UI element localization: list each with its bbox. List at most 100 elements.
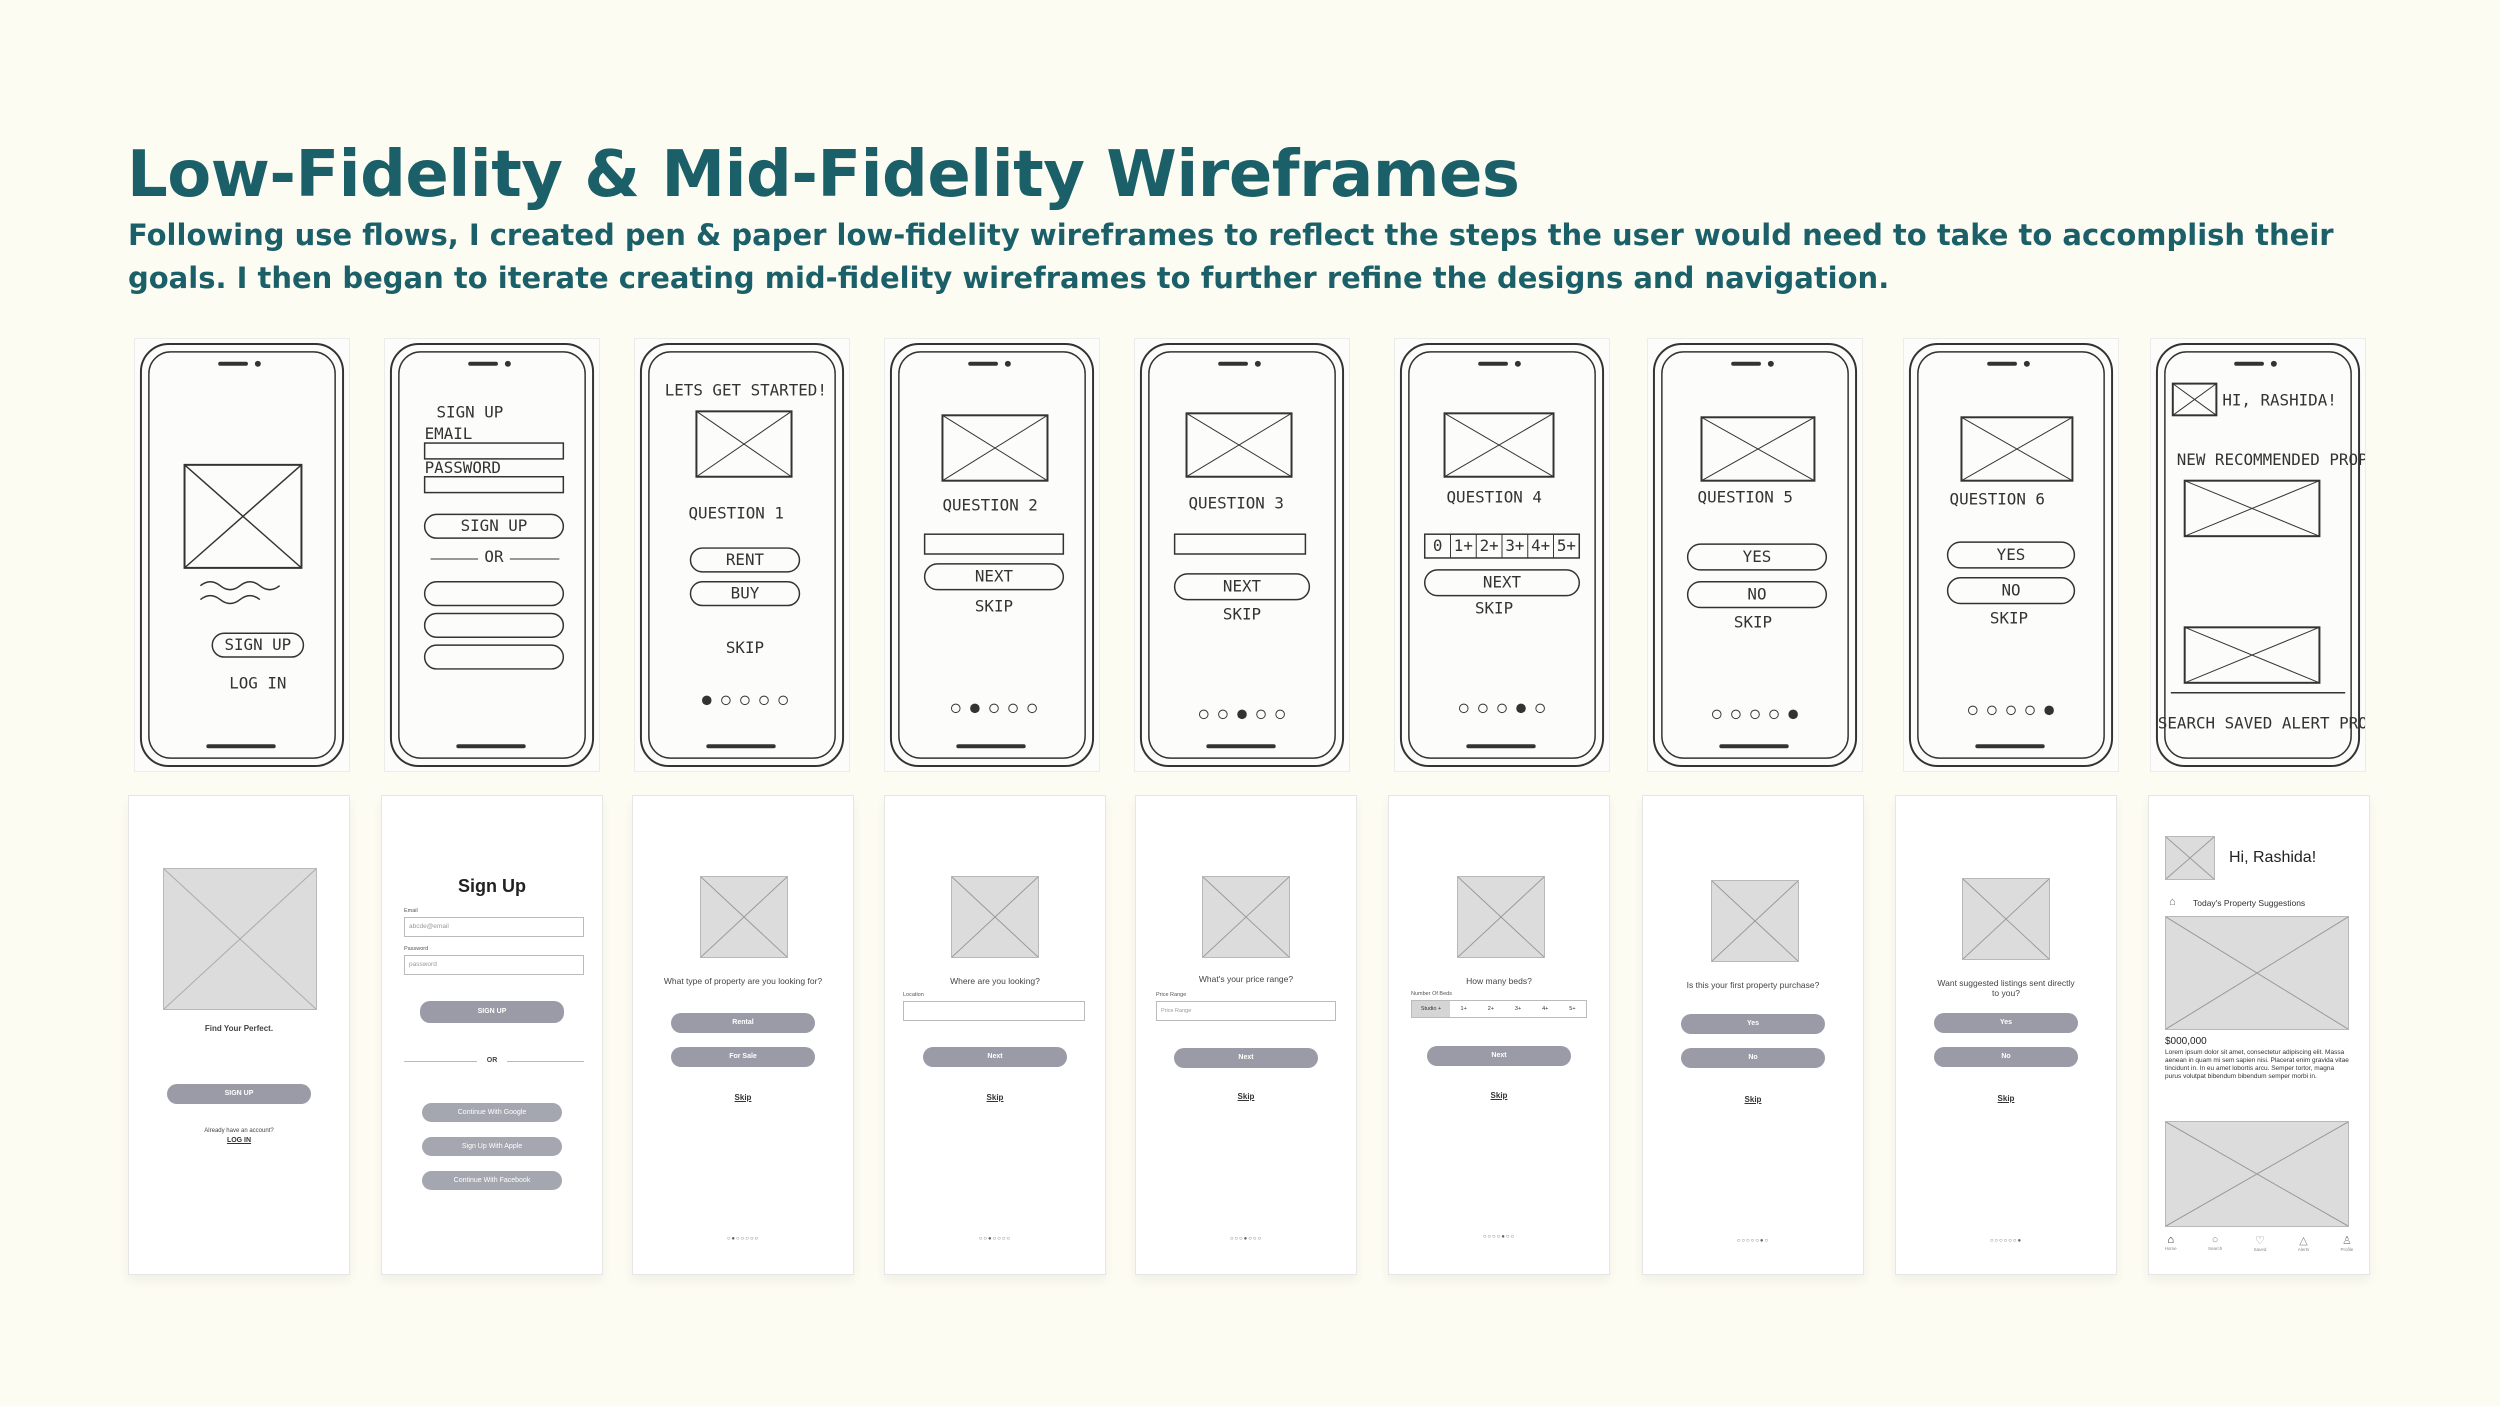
question-text: How many beds?: [1466, 976, 1532, 986]
next-button[interactable]: Next: [1427, 1046, 1571, 1066]
page-dots: ○○○○○●○: [1736, 1238, 1770, 1244]
image-placeholder: [1711, 880, 1799, 962]
nav-alerts[interactable]: △ Alerts: [2297, 1235, 2310, 1252]
svg-text:SKIP: SKIP: [1223, 604, 1261, 623]
svg-text:5+: 5+: [1557, 536, 1576, 555]
sketch-welcome: SIGN UP LOG IN: [134, 338, 350, 772]
price-range-select[interactable]: Price Range: [1156, 1001, 1336, 1021]
midfi-question-3: What's your price range? Price Range Pri…: [1135, 795, 1357, 1275]
svg-text:QUESTION 4: QUESTION 4: [1447, 487, 1542, 506]
page-dots: ○○○○●○○: [1482, 1234, 1516, 1240]
property-image[interactable]: [2165, 1121, 2349, 1227]
home-icon: ⌂: [2167, 1234, 2174, 1246]
midfi-question-4: How many beds? Number Of Beds Studio + 1…: [1388, 795, 1610, 1275]
svg-text:SKIP: SKIP: [1990, 608, 2028, 627]
property-price: $000,000: [2165, 1036, 2207, 1047]
svg-text:EMAIL: EMAIL: [425, 424, 473, 443]
skip-link[interactable]: Skip: [1997, 1094, 2015, 1103]
beds-option[interactable]: 2+: [1487, 1006, 1494, 1012]
beds-option[interactable]: Studio +: [1412, 1001, 1451, 1017]
password-field[interactable]: password: [404, 955, 584, 975]
facebook-button[interactable]: Continue With Facebook: [422, 1171, 562, 1190]
next-button[interactable]: Next: [923, 1047, 1067, 1067]
svg-text:SKIP: SKIP: [975, 596, 1013, 615]
greeting: Hi, Rashida!: [2229, 849, 2317, 866]
property-image[interactable]: [2165, 916, 2349, 1030]
sketch-question-6: QUESTION 6 YES NO SKIP ○ ○ ○ ○ ●: [1903, 338, 2119, 772]
page-subtitle: Following use flows, I created pen & pap…: [128, 218, 2334, 295]
svg-text:LETS GET STARTED!: LETS GET STARTED!: [665, 380, 827, 399]
svg-text:4+: 4+: [1531, 536, 1550, 555]
beds-option[interactable]: 4+: [1542, 1006, 1549, 1012]
signup-button[interactable]: SIGN UP: [420, 1001, 564, 1023]
rental-button[interactable]: Rental: [671, 1013, 815, 1033]
no-button[interactable]: No: [1934, 1047, 2078, 1067]
signup-title: Sign Up: [458, 876, 526, 896]
question-text: What type of property are you looking fo…: [663, 976, 823, 986]
question-text: What's your price range?: [1198, 974, 1294, 984]
svg-text:2+: 2+: [1480, 536, 1499, 555]
skip-link[interactable]: Skip: [1237, 1092, 1255, 1101]
google-button[interactable]: Continue With Google: [422, 1103, 562, 1122]
svg-text:QUESTION 3: QUESTION 3: [1189, 493, 1284, 512]
svg-text:NEXT: NEXT: [975, 567, 1014, 586]
apple-button[interactable]: Sign Up With Apple: [422, 1137, 562, 1156]
yes-button[interactable]: Yes: [1681, 1014, 1825, 1034]
image-placeholder: [1457, 876, 1545, 958]
svg-text:○ ○ ○ ○ ●: ○ ○ ○ ○ ●: [1968, 700, 2054, 719]
svg-text:0: 0: [1433, 536, 1443, 555]
beds-option[interactable]: 5+: [1569, 1006, 1576, 1012]
svg-text:NO: NO: [2001, 581, 2020, 600]
image-placeholder: [951, 876, 1039, 958]
skip-link[interactable]: Skip: [1744, 1095, 1762, 1104]
beds-option[interactable]: 3+: [1514, 1006, 1522, 1012]
sketch-question-3: QUESTION 3 NEXT SKIP ○ ○ ● ○ ○: [1134, 338, 1350, 772]
nav-profile[interactable]: ♙ Profile: [2340, 1235, 2354, 1252]
image-placeholder: [1962, 878, 2050, 960]
beds-selector: Studio + 1+ 2+ 3+ 4+ 5+: [1411, 1000, 1587, 1018]
svg-text:○ ○ ○ ○ ●: ○ ○ ○ ○ ●: [1712, 703, 1798, 722]
page-dots: ○○○○○○●: [1989, 1238, 2023, 1244]
svg-text:NO: NO: [1747, 585, 1766, 604]
svg-text:○ ○ ● ○ ○: ○ ○ ● ○ ○: [1199, 703, 1285, 722]
no-button[interactable]: No: [1681, 1048, 1825, 1068]
sketch-home: HI, RASHIDA! NEW RECOMMENDED PROPERTIES …: [2150, 338, 2366, 772]
search-icon: ○: [2211, 1234, 2219, 1246]
already-account-text: Already have an account?: [204, 1128, 274, 1134]
midfi-home: Hi, Rashida! ⌂ Today's Property Suggesti…: [2148, 795, 2370, 1275]
svg-text:○ ● ○ ○ ○: ○ ● ○ ○ ○: [951, 698, 1037, 717]
login-link[interactable]: LOG IN: [226, 1137, 252, 1144]
yes-button[interactable]: Yes: [1934, 1013, 2078, 1033]
svg-text:HOME SEARCH SAVED ALERT PROFIL: HOME SEARCH SAVED ALERT PROFILE: [2151, 713, 2365, 732]
svg-text:QUESTION 6: QUESTION 6: [1950, 489, 2045, 508]
nav-saved[interactable]: ♡ Saved: [2253, 1235, 2267, 1252]
midfi-question-5: Is this your first property purchase? Ye…: [1642, 795, 1864, 1275]
svg-text:3+: 3+: [1505, 536, 1524, 555]
signup-button[interactable]: SIGN UP: [167, 1084, 311, 1104]
email-field[interactable]: abcde@email: [404, 917, 584, 937]
sketch-signup: SIGN UP EMAIL PASSWORD SIGN UP OR: [384, 338, 600, 772]
skip-link[interactable]: Skip: [986, 1093, 1004, 1102]
sketch-question-1: LETS GET STARTED! QUESTION 1 RENT BUY SK…: [634, 338, 850, 772]
skip-link[interactable]: Skip: [734, 1093, 752, 1102]
for-sale-button[interactable]: For Sale: [671, 1047, 815, 1067]
skip-link[interactable]: Skip: [1490, 1091, 1508, 1100]
location-field[interactable]: [903, 1001, 1085, 1021]
midfi-question-1: What type of property are you looking fo…: [632, 795, 854, 1275]
image-placeholder: [1202, 876, 1290, 958]
midfi-welcome: Find Your Perfect. SIGN UP Already have …: [128, 795, 350, 1275]
svg-text:QUESTION 2: QUESTION 2: [942, 495, 1037, 514]
tagline: Find Your Perfect.: [204, 1024, 274, 1033]
svg-text:SKIP: SKIP: [1734, 612, 1772, 631]
svg-text:BUY: BUY: [731, 584, 760, 603]
svg-text:SIGN UP: SIGN UP: [461, 516, 528, 535]
svg-text:QUESTION 5: QUESTION 5: [1698, 487, 1793, 506]
avatar: [2165, 836, 2215, 880]
svg-text:YES: YES: [1743, 547, 1772, 566]
svg-text:HI, RASHIDA!: HI, RASHIDA!: [2222, 390, 2336, 409]
next-button[interactable]: Next: [1174, 1048, 1318, 1068]
nav-home[interactable]: ⌂ Home: [2164, 1234, 2177, 1251]
beds-option[interactable]: 1+: [1460, 1006, 1467, 1012]
nav-search[interactable]: ○ Search: [2208, 1234, 2223, 1251]
sketch-title: SIGN UP: [437, 402, 504, 421]
